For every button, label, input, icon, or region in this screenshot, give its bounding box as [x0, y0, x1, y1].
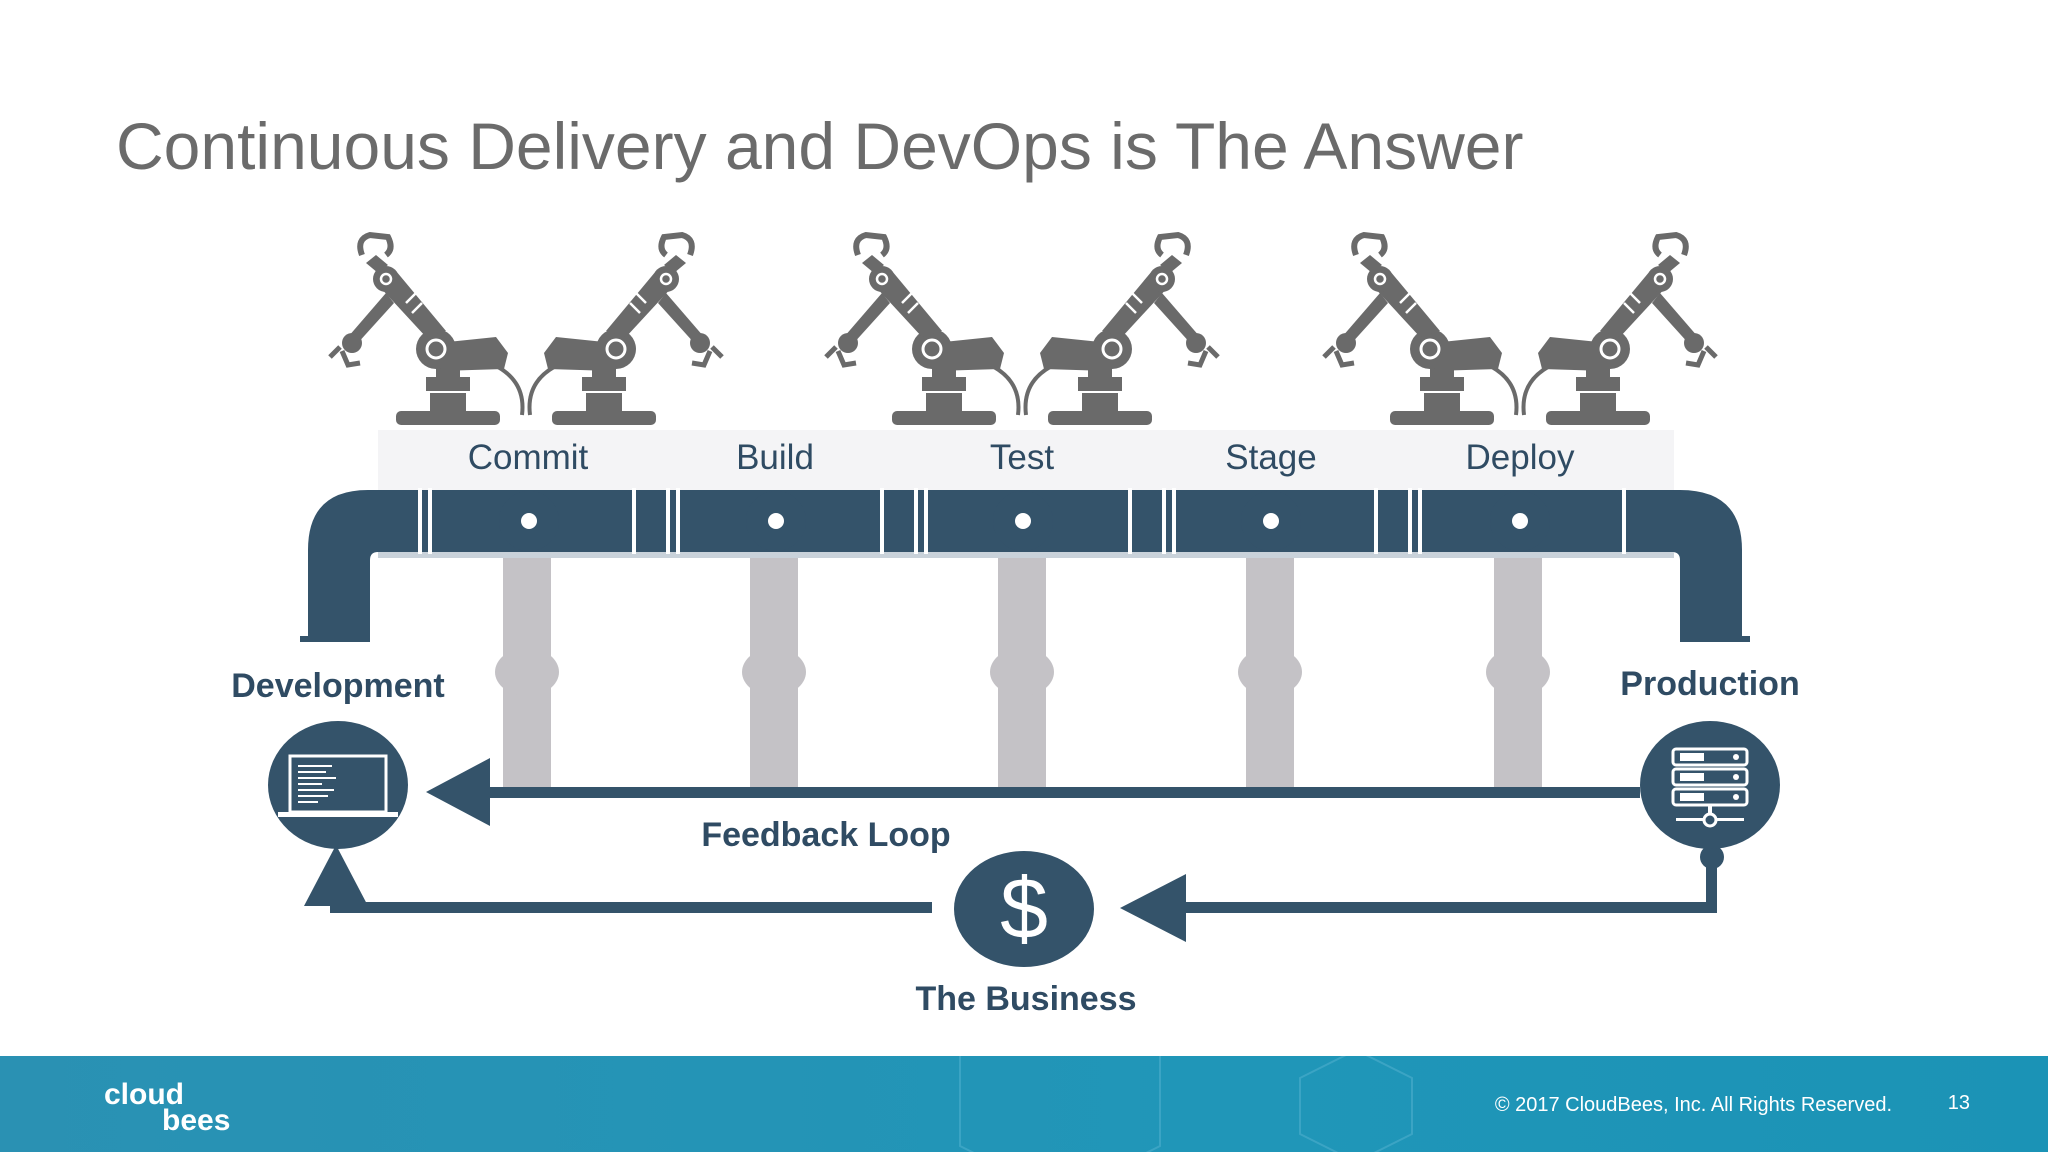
- dollar-icon: $: [954, 851, 1094, 967]
- business-loop-arrow: [304, 845, 1724, 942]
- stage-valve: [993, 491, 1053, 551]
- stage-label-deploy: Deploy: [1466, 438, 1575, 477]
- support-columns: [495, 548, 1550, 788]
- page-number: 13: [1947, 1092, 1970, 1114]
- robot-icon: [1324, 235, 1517, 425]
- stage-valve: [1490, 491, 1550, 551]
- stage-valve: [499, 491, 559, 551]
- robot-icon: [330, 235, 523, 425]
- delivery-pipeline: [300, 488, 1750, 642]
- slide-title: Continuous Delivery and DevOps is The An…: [116, 109, 1524, 183]
- logo-text-bees: bees: [162, 1104, 230, 1134]
- stage-valve: [1241, 491, 1301, 551]
- stage-label-build: Build: [736, 438, 814, 477]
- stage-label-test: Test: [990, 438, 1054, 477]
- footer-hexagon-pattern: [959, 1056, 1413, 1152]
- robot-icon: [530, 235, 723, 425]
- footer-bar: cloud bees © 2017 CloudBees, Inc. All Ri…: [0, 1056, 2048, 1152]
- dollar-symbol: $: [1000, 861, 1048, 957]
- stage-label-commit: Commit: [468, 438, 589, 477]
- stage-valve: [746, 491, 806, 551]
- feedback-loop-label: Feedback Loop: [701, 816, 950, 854]
- production-label: Production: [1620, 665, 1799, 703]
- cloudbees-logo: cloud bees: [104, 1078, 230, 1134]
- robot-icon: [1524, 235, 1717, 425]
- development-label: Development: [231, 667, 445, 705]
- devops-pipeline-diagram: Commit Build Test Stage Deploy Developme…: [231, 0, 1800, 1018]
- laptop-icon: [268, 721, 408, 849]
- the-business-label: The Business: [915, 980, 1136, 1018]
- robot-icon: [1026, 235, 1219, 425]
- server-icon: [1640, 721, 1780, 849]
- feedback-loop-arrow: [426, 758, 1640, 826]
- copyright-text: © 2017 CloudBees, Inc. All Rights Reserv…: [1494, 1094, 1892, 1116]
- robot-icon: [826, 235, 1019, 425]
- stage-label-stage: Stage: [1225, 438, 1316, 477]
- logo-text-cloud: cloud: [104, 1078, 184, 1111]
